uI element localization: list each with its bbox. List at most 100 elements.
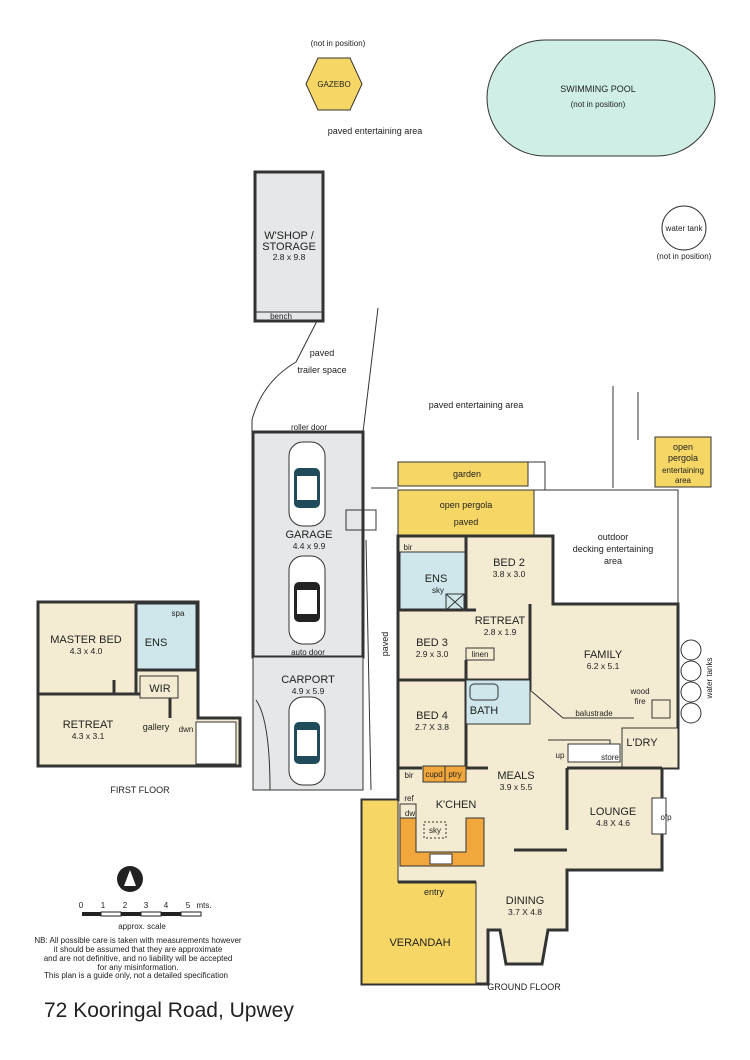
note-line: it should be assumed that they are appro…	[54, 945, 223, 954]
small-pergola-3: entertaining	[662, 466, 704, 475]
family-label: FAMILY	[584, 649, 623, 661]
dining-label: DINING	[506, 895, 545, 907]
ref-label: ref	[404, 794, 414, 803]
decking-1: outdoor	[598, 532, 629, 542]
retreat-label: RETREAT	[475, 615, 526, 627]
scale-tick: 1	[101, 901, 106, 910]
garden	[397, 461, 529, 487]
wood-fire-1: wood	[629, 687, 649, 696]
paved-area-top: paved entertaining area	[328, 126, 423, 136]
gazebo-label: GAZEBO	[317, 80, 350, 89]
car-icon	[288, 441, 326, 527]
small-pergola	[654, 436, 712, 488]
ofp-label: ofp	[660, 813, 672, 822]
workshop-name-2: STORAGE	[262, 241, 316, 253]
trailer-label-1: paved	[310, 348, 335, 358]
bed4-label: BED 4	[416, 710, 448, 722]
scale-tick: 2	[123, 901, 128, 910]
first-floor-title: FIRST FLOOR	[110, 785, 170, 795]
note-line: for any misinformation.	[98, 963, 179, 972]
workshop-name-1: W'SHOP /	[264, 230, 315, 242]
laundry	[621, 727, 679, 769]
paved-area-mid: paved entertaining area	[429, 400, 524, 410]
garage-dims: 4.4 x 9.9	[293, 541, 326, 551]
open-pergola-paved: paved	[454, 517, 479, 527]
water-tank-note: (not in position)	[657, 252, 712, 261]
bed2-label: BED 2	[493, 557, 525, 569]
scale-tick: 3	[144, 901, 149, 910]
bir-bed4: bir	[405, 771, 414, 780]
first-spa: spa	[172, 609, 185, 618]
family-dims: 6.2 x 5.1	[587, 661, 620, 671]
entry-label: entry	[424, 887, 445, 897]
bed2-dims: 3.8 x 3.0	[493, 569, 526, 579]
first-master-bed: MASTER BED	[50, 634, 122, 646]
water-tank-label: water tank	[665, 224, 704, 233]
ens-sky: sky	[432, 586, 444, 595]
lounge-label: LOUNGE	[590, 806, 636, 818]
first-gallery: gallery	[143, 722, 170, 732]
lounge-dims: 4.8 X 4.6	[596, 818, 630, 828]
scale-unit: mts.	[196, 901, 211, 910]
note-line: and are not definitive, and no liability…	[44, 954, 233, 963]
small-pergola-1: open	[673, 442, 693, 452]
first-retreat: RETREAT	[63, 719, 114, 731]
first-wir: WIR	[149, 683, 170, 695]
workshop	[253, 170, 325, 323]
small-pergola-2: pergola	[668, 453, 698, 463]
meals-dims: 3.9 x 5.5	[500, 782, 533, 792]
scale-tick: 4	[164, 901, 169, 910]
auto-door-label: auto door	[291, 648, 325, 657]
decking-2: decking entertaining	[573, 544, 654, 554]
cupd-label: cupd	[425, 770, 442, 779]
laundry-label: L'DRY	[626, 737, 658, 749]
workshop-dims: 2.8 x 9.8	[273, 252, 306, 262]
roller-door-label: roller door	[291, 423, 327, 432]
bed4-dims: 2.7 X 3.8	[415, 722, 449, 732]
car-icon	[288, 555, 326, 645]
kitchen-bench	[399, 817, 485, 867]
ptry-label: ptry	[448, 770, 461, 779]
property-address: 72 Kooringal Road, Upwey	[44, 999, 294, 1022]
gazebo-note: (not in position)	[311, 39, 366, 48]
up-label: up	[556, 751, 565, 760]
small-pergola-4: area	[675, 476, 692, 485]
meals-label: MEALS	[497, 770, 534, 782]
scale-tick: 5	[186, 901, 191, 910]
carport-dims: 4.9 x 5.9	[292, 686, 325, 696]
north-compass-icon	[117, 866, 143, 892]
retreat-dims: 2.8 x 1.9	[484, 627, 517, 637]
balustrade-label: balustrade	[575, 709, 613, 718]
swimming-pool	[486, 39, 716, 157]
garden-label: garden	[453, 469, 481, 479]
trailer-label-2: trailer space	[297, 365, 346, 375]
ground-floor-title: GROUND FLOOR	[487, 982, 561, 992]
scale-caption: approx. scale	[118, 922, 166, 931]
decking-3: area	[604, 556, 622, 566]
bed3-label: BED 3	[416, 637, 448, 649]
kitchen-sky: sky	[429, 826, 441, 835]
first-retreat-dims: 4.3 x 3.1	[72, 731, 105, 741]
water-tanks	[680, 639, 702, 724]
first-master-bed-dims: 4.3 x 4.0	[70, 646, 103, 656]
outdoor-decking	[533, 489, 679, 605]
paved-side-label: paved	[380, 632, 390, 657]
open-pergola	[397, 489, 535, 537]
water-tank	[661, 205, 707, 251]
dining-dims: 3.7 X 4.8	[508, 907, 542, 917]
water-tanks-label: water tanks	[705, 658, 714, 700]
open-pergola-label: open pergola	[440, 500, 493, 510]
dw-label: dw	[405, 809, 415, 818]
bed3-dims: 2.9 x 3.0	[416, 649, 449, 659]
guide-note: This plan is a guide only, not a detaile…	[44, 971, 228, 980]
carport-name: CARPORT	[281, 674, 335, 686]
kitchen-label: K'CHEN	[436, 799, 477, 811]
car-icon	[288, 696, 326, 786]
first-ens: ENS	[145, 637, 168, 649]
linen-label: linen	[472, 650, 489, 659]
scale-bar	[82, 911, 202, 917]
wood-fire-2: fire	[634, 697, 646, 706]
workshop-bench: bench	[270, 312, 292, 321]
scale-tick: 0	[79, 901, 84, 910]
ensuite	[399, 551, 467, 611]
